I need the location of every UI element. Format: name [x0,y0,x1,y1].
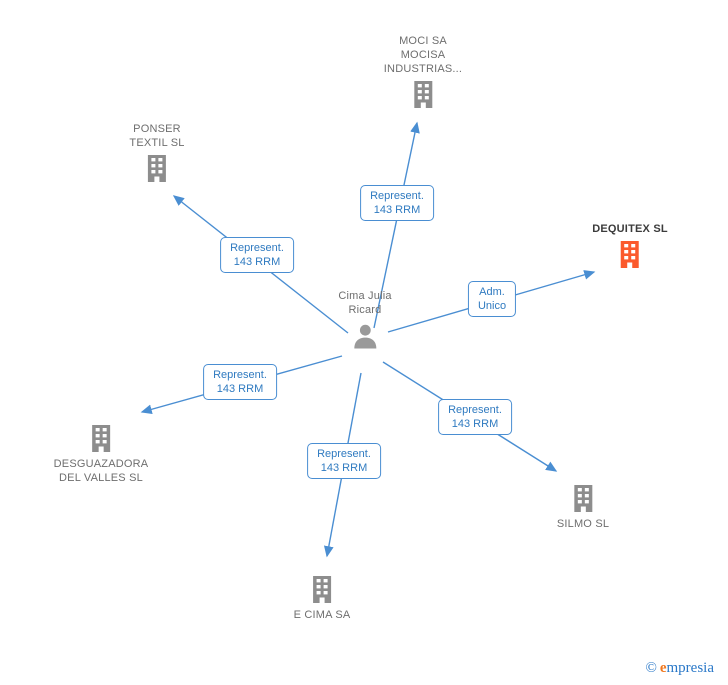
person-icon [338,322,391,352]
edge-label-desguazadora: Represent.143 RRM [203,364,277,400]
node-label-silmo: SILMO SL [556,518,610,530]
building-icon [384,81,462,108]
building-icon [54,425,149,452]
logo-letter-e: e [659,660,667,676]
node-silmo[interactable]: SILMO SL [557,480,609,531]
empresia-logo[interactable]: ©empresia [645,660,714,677]
edge-label-moci: Represent.143 RRM [360,185,434,221]
edge-label-ponser: Represent.143 RRM [220,237,294,273]
building-icon [294,576,351,603]
node-ecima[interactable]: E CIMA SA [294,571,351,622]
edge-label-dequitex: Adm.Unico [467,281,517,317]
building-icon [592,241,668,268]
node-label-dequitex: DEQUITEX SL [592,223,668,235]
edge-label-ecima: Represent.143 RRM [307,443,381,479]
copyright-symbol: © [645,660,657,676]
relationship-arrow-moci [373,121,420,329]
logo-brand-text: mpresia [666,660,714,676]
edge-label-silmo: Represent.143 RRM [438,399,512,435]
building-icon [557,485,609,512]
building-icon [129,155,184,182]
node-label-ecima: E CIMA SA [293,609,351,621]
node-dequitex[interactable]: DEQUITEX SL [592,222,668,273]
